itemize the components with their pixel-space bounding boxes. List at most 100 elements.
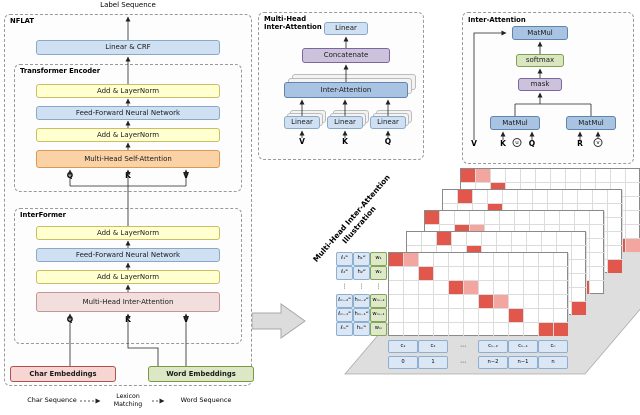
matrix-cell: [497, 232, 512, 246]
matrix-cell: [524, 253, 539, 267]
ia-u-bias-icon: u: [512, 138, 522, 147]
word-embeddings-box: Word Embeddings: [148, 366, 254, 382]
row-label-cell: hₘ₋₁ʷ: [353, 308, 370, 322]
matrix-cell: [533, 190, 548, 204]
matrix-cell: [491, 169, 506, 183]
matrix-cell: [509, 323, 524, 337]
matrix-cell: [389, 309, 404, 323]
matrix-cell: [590, 239, 605, 253]
matrix-cell: [572, 260, 587, 274]
matrix-cell: [479, 281, 494, 295]
row-label-cell: h₂ʷ: [353, 266, 370, 280]
ia-mask-box: mask: [518, 78, 562, 91]
index-cell: n−1: [508, 356, 538, 369]
matrix-cell: [464, 267, 479, 281]
row-label-cell: hₘʷ: [353, 322, 370, 336]
block-arrow-right-icon: [251, 303, 306, 339]
matrix-cell: [554, 253, 569, 267]
matrix-cell: [449, 281, 464, 295]
ia-v-input-label: V: [471, 139, 477, 148]
matrix-cell: [389, 295, 404, 309]
matrix-cell: [389, 323, 404, 337]
matrix-cell: [494, 309, 509, 323]
matrix-cell: [500, 211, 515, 225]
matrix-cell: [434, 267, 449, 281]
row-label-cell: wₘ₋₁: [370, 308, 387, 322]
matrix-cell: [563, 190, 578, 204]
row-label-cell: ℓₘʷ: [336, 322, 353, 336]
mhia-k-label: K: [342, 137, 348, 146]
ia-r-input-label: R: [577, 139, 583, 148]
char-cell: ⋯: [460, 342, 466, 350]
matrix-cell: [479, 295, 494, 309]
matrix-cell: [464, 281, 479, 295]
row-label-cell: ⋮: [341, 283, 348, 290]
interformer-add-layernorm-2: Add & LayerNorm: [36, 270, 220, 284]
matrix-cell: [494, 295, 509, 309]
matrix-cell: [575, 211, 590, 225]
matrix-cell: [572, 274, 587, 288]
mhia-title: Multi-Head Inter-Attention: [264, 15, 322, 31]
linear-crf-box: Linear & CRF: [36, 40, 220, 55]
matrix-cell: [608, 218, 623, 232]
matrix-cell: [581, 169, 596, 183]
matrix-cell: [440, 211, 455, 225]
interformer-v-label: V: [183, 315, 189, 324]
matrix-cell: [608, 232, 623, 246]
matrix-cell: [590, 253, 605, 267]
matrix-cell: [434, 295, 449, 309]
matrix-cell: [608, 260, 623, 274]
matrix-cell: [404, 267, 419, 281]
ia-q-input-label: Q: [528, 139, 536, 148]
interformer-inter-attention-box: Multi-Head Inter-Attention: [36, 292, 220, 312]
lexicon-line2: Matching: [113, 400, 143, 408]
ia-softmax-box: softmax: [516, 54, 564, 67]
matrix-cell: [449, 295, 464, 309]
ia-k-input-label: K: [500, 139, 506, 148]
row-label-cell: w₁: [370, 252, 387, 266]
matrix-cell: [488, 190, 503, 204]
matrix-cell: [554, 295, 569, 309]
row-label-cell: h₁ʷ: [353, 252, 370, 266]
ia-matmul-top-box: MatMul: [512, 26, 568, 40]
matrix-cell: [449, 323, 464, 337]
matrix-cell: [419, 267, 434, 281]
matrix-cell: [626, 239, 640, 253]
matrix-cell: [419, 323, 434, 337]
matrix-cell: [479, 253, 494, 267]
matrix-cell: [485, 211, 500, 225]
matrix-cell: [554, 267, 569, 281]
matrix-cell: [560, 211, 575, 225]
matrix-cell: [482, 232, 497, 246]
ia-matmul-left-box: MatMul: [490, 116, 540, 130]
matrix-cell: [590, 281, 605, 295]
matrix-cell: [626, 183, 640, 197]
interformer-ffn: Feed-Forward Neural Network: [36, 248, 220, 262]
row-label-cell: ⋮: [375, 283, 382, 290]
matrix-cell: [464, 253, 479, 267]
matrix-cell: [419, 281, 434, 295]
matrix-cell: [572, 302, 587, 316]
matrix-cell: [509, 253, 524, 267]
matrix-cell: [503, 190, 518, 204]
encoder-add-layernorm-2: Add & LayerNorm: [36, 128, 220, 142]
matrix-cell: [515, 211, 530, 225]
matrix-cell: [608, 190, 623, 204]
matrix-cell: [572, 246, 587, 260]
matrix-cell: [626, 197, 640, 211]
matrix-cell: [479, 309, 494, 323]
matrix-cell: [578, 190, 593, 204]
matrix-cell: [509, 281, 524, 295]
matrix-cell: [419, 295, 434, 309]
row-label-cell: ℓₘ₋₂ʷ: [336, 294, 353, 308]
char-cell: c₂: [418, 340, 448, 353]
matrix-cell: [512, 232, 527, 246]
matrix-cell: [539, 309, 554, 323]
mhia-linear-top-box: Linear: [324, 22, 368, 35]
matrix-cell: [626, 211, 640, 225]
matrix-cell: [530, 211, 545, 225]
matrix-cell: [524, 281, 539, 295]
matrix-cell: [419, 253, 434, 267]
matrix-cell: [407, 232, 422, 246]
